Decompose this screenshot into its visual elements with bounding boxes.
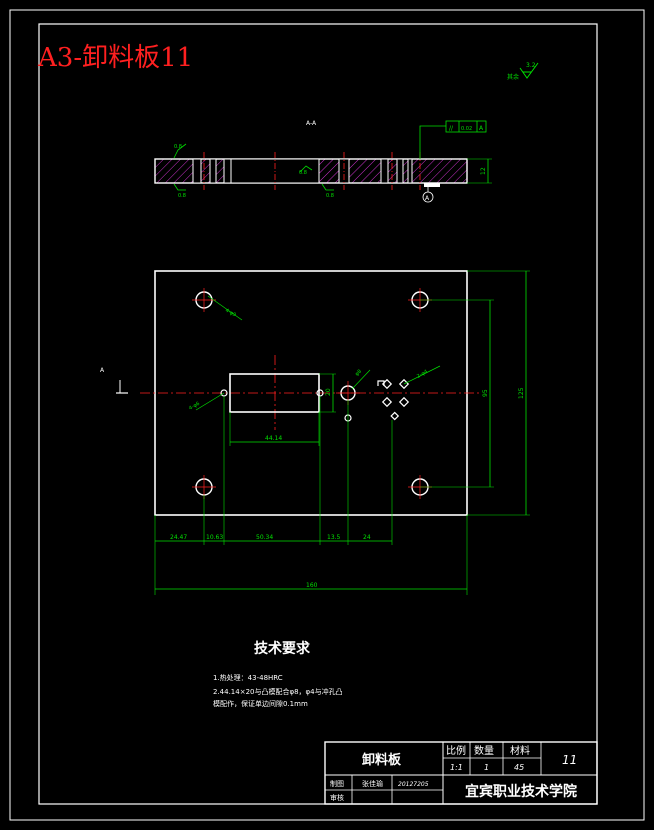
tech-req-item-1: 1.热处理：43-48HRC <box>213 673 283 682</box>
tolerance-symbol: // <box>449 125 454 132</box>
dim-punch-to-cluster: 24 <box>363 534 371 541</box>
sheet-title: A3-卸料板11 <box>37 43 193 73</box>
section-roughness-2: 0.8 <box>178 193 186 199</box>
section-roughness-3: 0.8 <box>299 170 307 176</box>
drawn-by: 张佳瑜 <box>362 779 383 788</box>
part-name: 卸料板 <box>362 752 402 768</box>
material-value: 45 <box>514 763 524 772</box>
dim-hole-spacing-v: 95 <box>482 389 489 397</box>
callout-punch-hole: φ8 <box>354 369 363 378</box>
institution-name: 宜宾职业技术学院 <box>465 783 577 800</box>
title-block <box>324 741 598 805</box>
section-marker: A <box>100 367 105 374</box>
material-label: 材料 <box>510 744 530 757</box>
outer-frame <box>9 9 645 821</box>
dim-edge-to-hole: 24.47 <box>170 534 187 541</box>
qty-label: 数量 <box>474 744 494 757</box>
surface-finish-symbol: 其余 3.2 <box>507 62 539 81</box>
technical-requirements: 技术要求 1.热处理：43-48HRC 2.44.14×20与凸模配合φ8，φ4… <box>213 640 343 708</box>
plan-view: A <box>100 270 530 595</box>
inner-frame <box>38 23 598 805</box>
surface-finish-label: 其余 <box>507 73 519 81</box>
dim-pin-spacing: 50.34 <box>256 534 273 541</box>
tolerance-value: 0.02 <box>461 126 472 132</box>
callout-corner-holes: 4-φ9 <box>224 308 237 319</box>
dim-plate-height: 125 <box>518 387 525 399</box>
hole-cluster <box>377 378 410 421</box>
tech-req-item-3: 模配作，保证单边间隙0.1mm <box>213 699 308 708</box>
corner-holes <box>192 288 432 499</box>
tech-req-item-2: 2.44.14×20与凸模配合φ8，φ4与冲孔凸 <box>213 687 343 696</box>
qty-value: 1 <box>484 763 489 772</box>
drawing-number: 11 <box>562 753 577 767</box>
section-view-label: A-A <box>306 120 317 127</box>
dim-window-width: 44.14 <box>265 435 282 442</box>
dim-plate-width: 160 <box>306 582 318 589</box>
thickness-dimension: 12 <box>480 167 487 175</box>
drawn-label: 制图 <box>330 779 344 788</box>
datum-label: A <box>425 195 430 202</box>
tolerance-frame <box>445 120 487 133</box>
surface-finish-value: 3.2 <box>526 62 536 69</box>
tolerance-datum: A <box>479 125 484 132</box>
scale-value: 1:1 <box>450 763 463 772</box>
dim-window-height: 20 <box>325 388 332 396</box>
section-view: A-A 0.8 0.8 0.8 0.8 <box>154 120 492 203</box>
section-roughness-1: 0.8 <box>174 144 182 150</box>
dim-hole-to-pin: 10.63 <box>206 534 223 541</box>
tech-req-heading: 技术要求 <box>254 640 311 657</box>
callout-pin-holes: 4-φ6 <box>188 401 201 412</box>
datum-marker <box>422 191 434 203</box>
rect-window <box>229 373 320 413</box>
callout-small-holes: 2-φ4 <box>416 369 429 380</box>
checked-label: 审核 <box>330 793 344 802</box>
drawing-date: 20127205 <box>398 781 429 788</box>
dim-pin-to-punch: 13.5 <box>327 534 341 541</box>
scale-label: 比例 <box>446 744 466 757</box>
section-roughness-4: 0.8 <box>326 193 334 199</box>
